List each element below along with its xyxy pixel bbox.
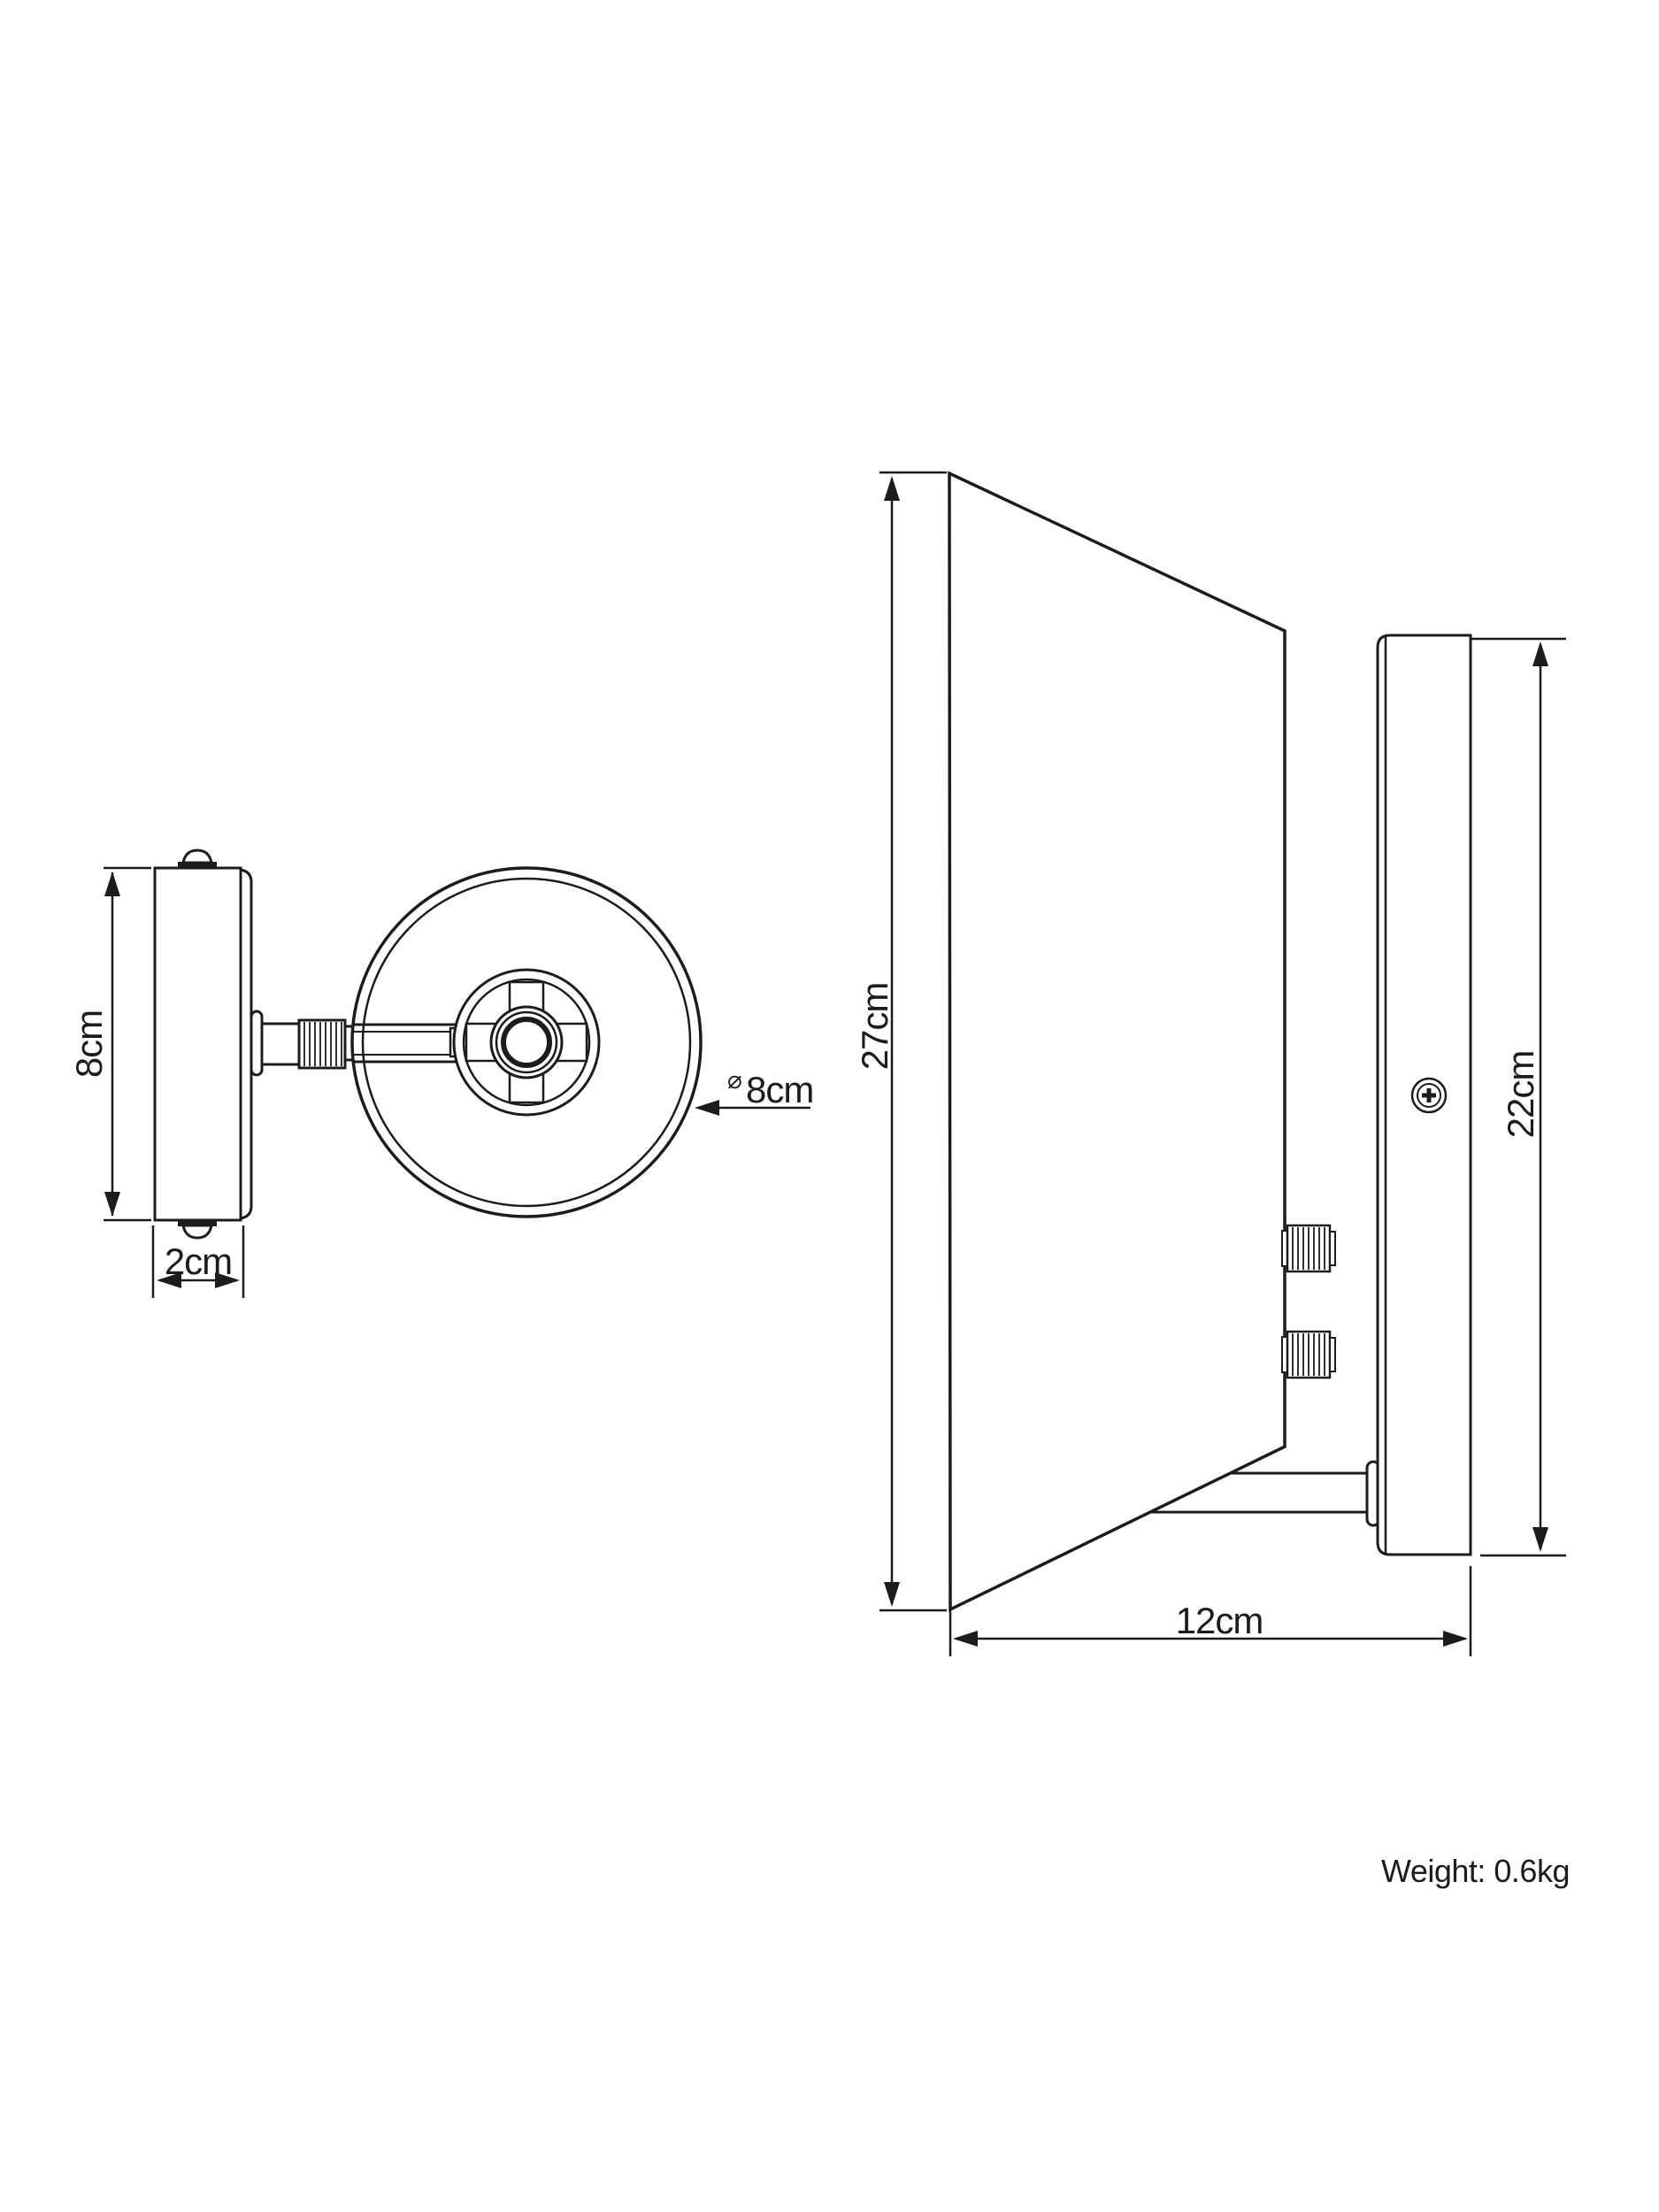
- weight-label: Weight: 0.6kg: [1381, 1853, 1570, 1889]
- arrowhead-down-icon: [104, 1192, 120, 1217]
- knob-cap: [1329, 1231, 1336, 1266]
- arrowhead-up-icon: [1532, 641, 1548, 666]
- arrowhead-down-icon: [884, 1582, 900, 1607]
- arrowhead-up-icon: [104, 872, 120, 896]
- hub: [452, 968, 601, 1117]
- knurled-knob-upper: [1281, 1224, 1336, 1273]
- shade-cone-side: [948, 471, 1286, 1612]
- dimension-projection: 12cm: [949, 1566, 1472, 1656]
- knurl-lines: [1292, 1333, 1325, 1376]
- plate-depth-label: 2cm: [165, 1240, 232, 1282]
- top-knob-dome: [181, 849, 213, 864]
- dimension-plate-depth: 2cm: [151, 1225, 245, 1298]
- arrowhead-left-icon: [157, 1272, 181, 1288]
- front-view: 8cm 2cm ⌀ 8cm: [68, 849, 814, 1298]
- bottom-knob-base: [178, 1219, 217, 1226]
- arrowhead-right-icon: [1443, 1631, 1468, 1647]
- adjustment-arm-front: [250, 1010, 360, 1077]
- backplate-height-label: 22cm: [1500, 1051, 1541, 1139]
- dimension-backplate-height: 22cm: [1471, 637, 1566, 1557]
- bottom-knob-dome: [181, 1224, 213, 1240]
- side-view: 27cm 22cm 12cm: [854, 471, 1566, 1656]
- arrowhead-left-icon: [695, 1100, 719, 1116]
- screw-head-icon: [1410, 1077, 1448, 1114]
- plate-height-label: 8cm: [68, 1010, 110, 1078]
- plate-outline: [153, 866, 242, 1222]
- arrowhead-right-icon: [215, 1272, 240, 1288]
- overall-height-label: 27cm: [854, 983, 895, 1071]
- knurl-lines: [1292, 1227, 1325, 1270]
- diameter-symbol: ⌀: [727, 1066, 742, 1094]
- arm-inside-shade: [354, 1023, 457, 1064]
- shade-circle-front: [350, 866, 703, 1218]
- projection-label: 12cm: [1176, 1600, 1263, 1641]
- knurl-lines: [303, 1022, 342, 1066]
- arrowhead-down-icon: [1532, 1527, 1548, 1552]
- dimension-shade-diameter: ⌀ 8cm: [695, 1066, 814, 1116]
- dimension-plate-height: 8cm: [68, 866, 151, 1222]
- dimension-overall-height: 27cm: [854, 471, 947, 1612]
- arrowhead-left-icon: [953, 1631, 978, 1647]
- knob-cap: [1329, 1337, 1336, 1372]
- backplate-side: [1376, 634, 1472, 1556]
- arrowhead-up-icon: [884, 476, 900, 501]
- knurled-knob-lower: [1281, 1330, 1336, 1379]
- top-knob-base: [178, 862, 217, 869]
- socket-hole: [501, 1017, 552, 1068]
- socket-ring-inner: [495, 1010, 558, 1074]
- wall-plate-front: [153, 849, 253, 1240]
- arm-flange: [250, 1010, 264, 1077]
- shade-diameter-label: 8cm: [746, 1069, 813, 1110]
- knurled-knob: [297, 1018, 347, 1070]
